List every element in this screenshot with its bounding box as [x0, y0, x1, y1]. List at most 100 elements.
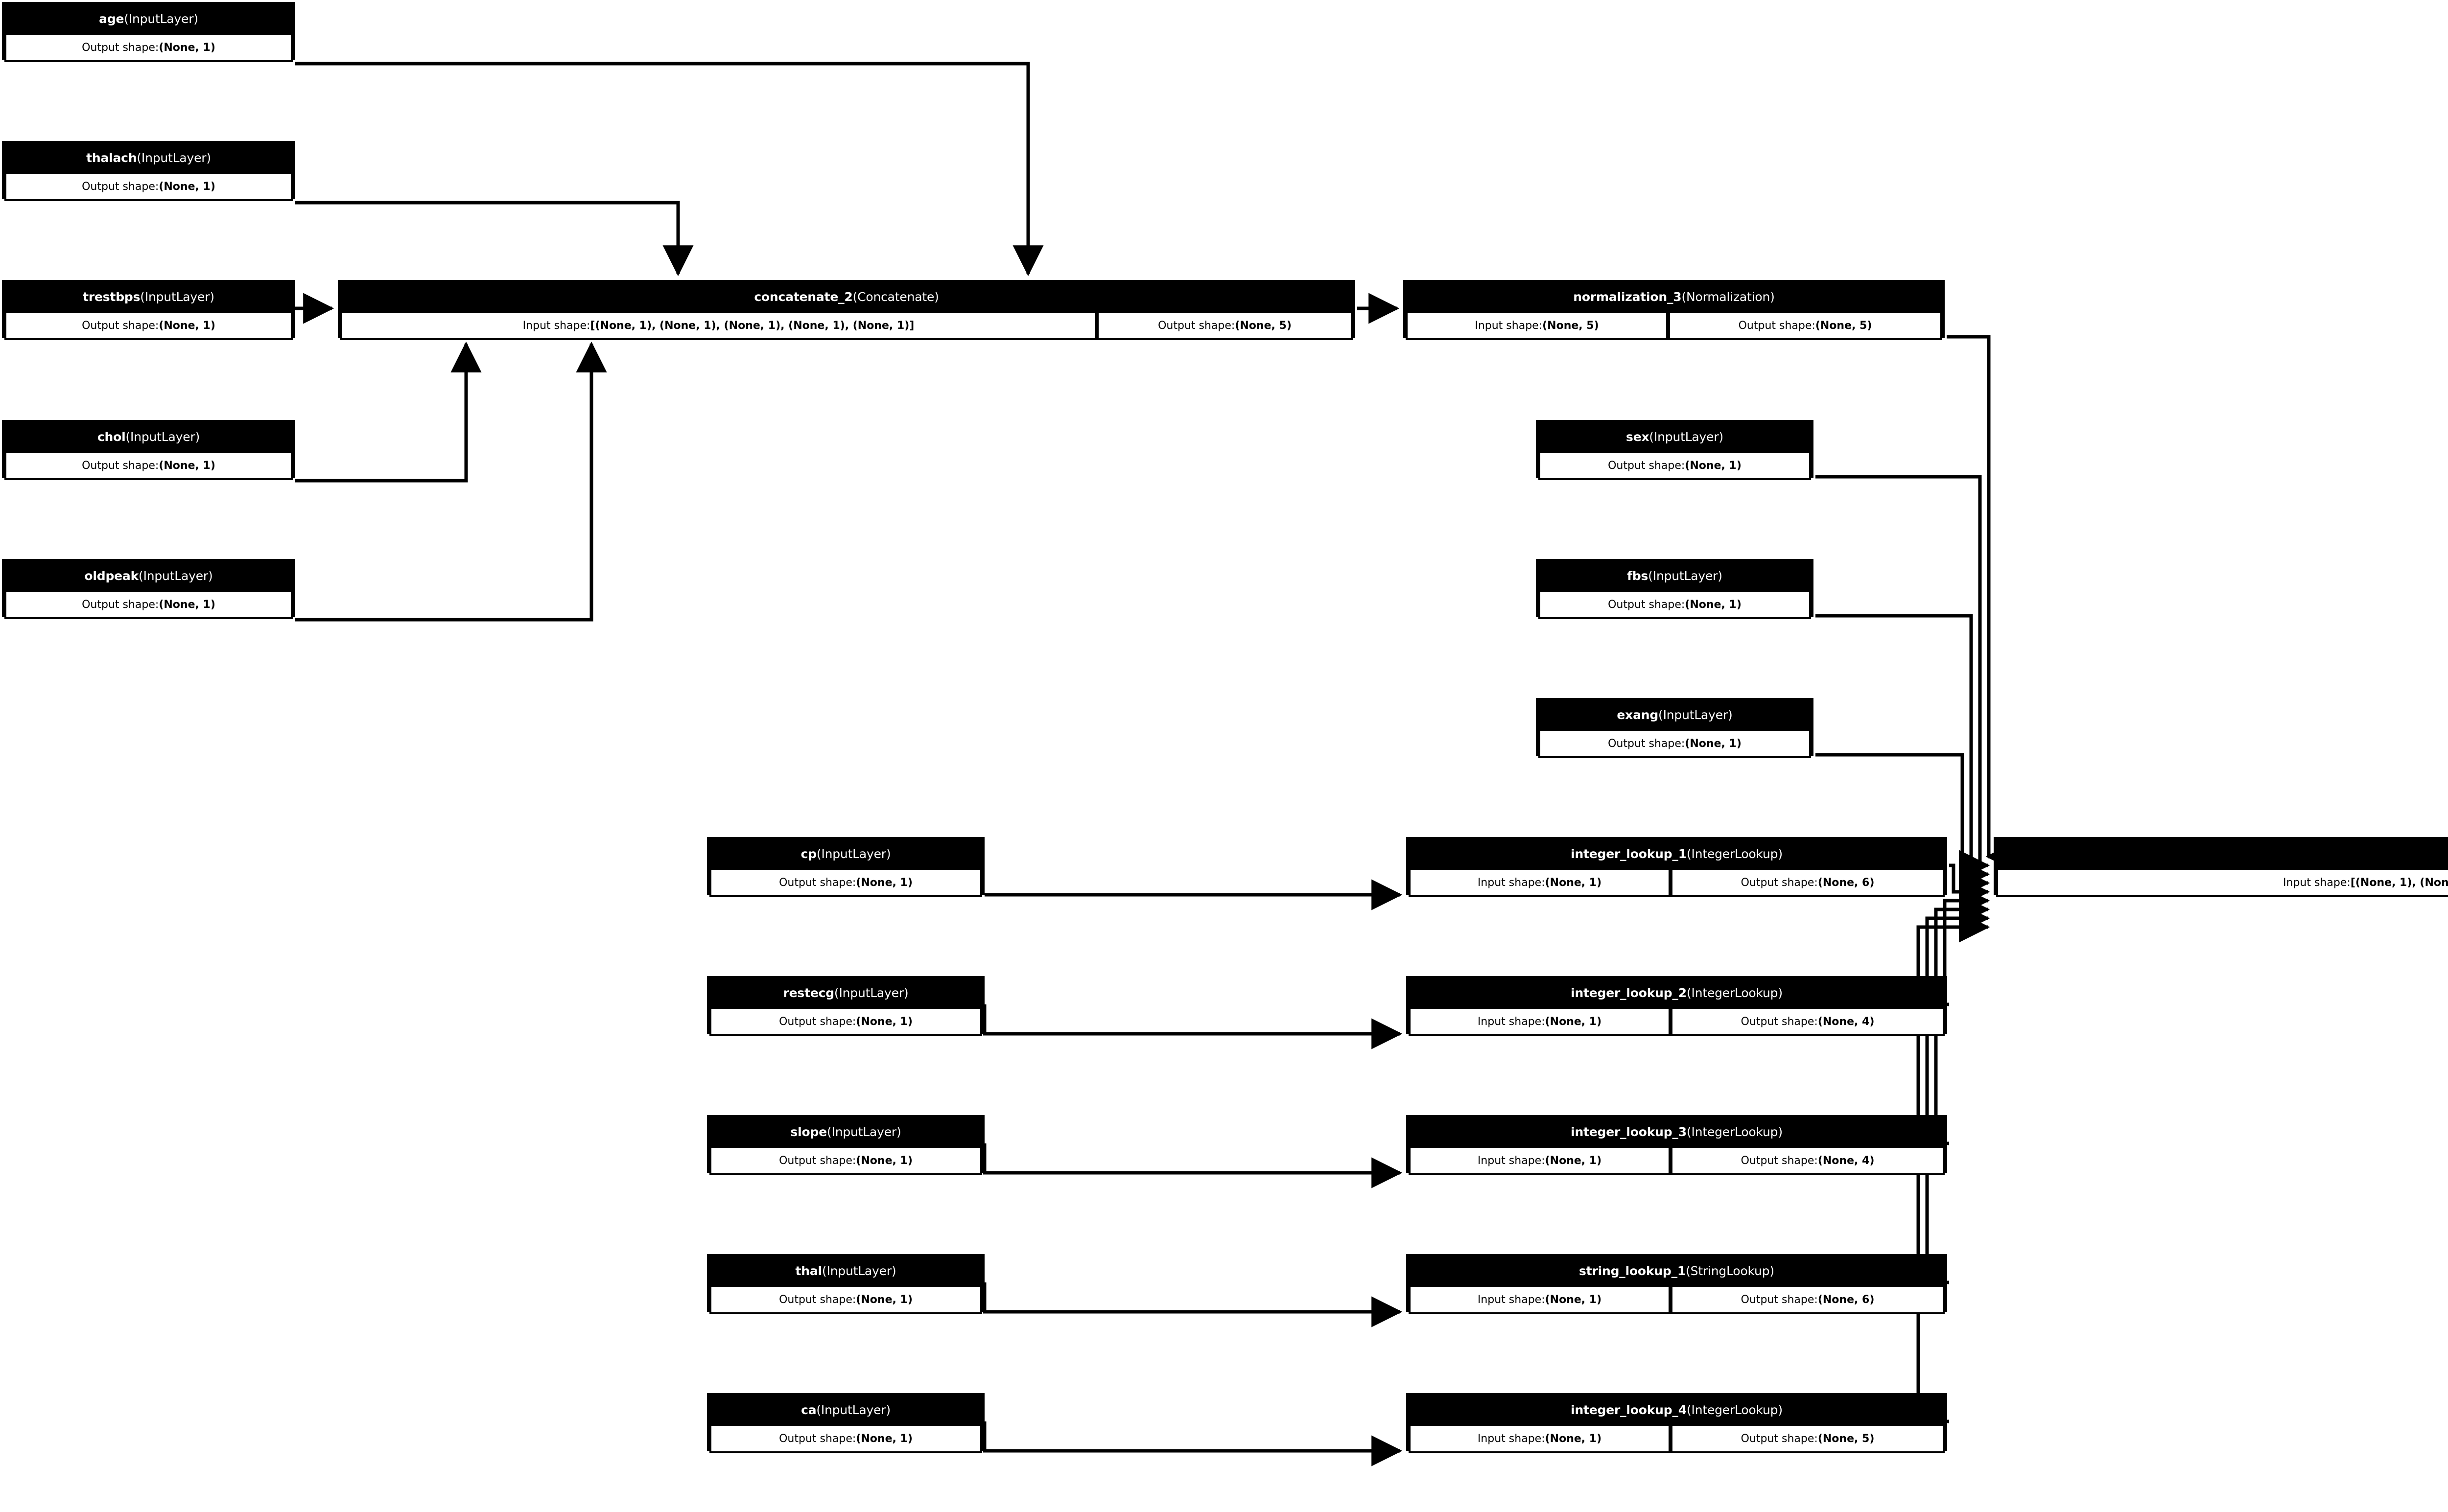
- output-shape-value-integer_lookup_2: (None, 4): [1817, 1015, 1875, 1028]
- output-shape-value-exang: (None, 1): [1685, 737, 1742, 750]
- output-shape-label: Output shape:: [82, 180, 159, 193]
- layer-shapes-trestbps: Output shape:(None, 1): [4, 311, 293, 340]
- input-shape-value-integer_lookup_3: (None, 1): [1545, 1154, 1602, 1167]
- layer-type-chol: (InputLayer): [125, 429, 200, 444]
- edge-age-concatenate_2: [295, 62, 1044, 277]
- output-shape-cell-oldpeak: Output shape:(None, 1): [4, 590, 293, 619]
- layer-node-exang[interactable]: exang(InputLayer)Output shape:(None, 1): [1536, 698, 1813, 758]
- output-shape-label: Output shape:: [779, 1293, 856, 1306]
- layer-node-fbs[interactable]: fbs(InputLayer)Output shape:(None, 1): [1536, 559, 1813, 619]
- layer-node-concatenate_2[interactable]: concatenate_2(Concatenate)Input shape:[(…: [338, 280, 1355, 340]
- layer-shapes-oldpeak: Output shape:(None, 1): [4, 590, 293, 619]
- output-shape-value-oldpeak: (None, 1): [159, 598, 215, 611]
- output-shape-value-normalization_3: (None, 5): [1815, 319, 1872, 332]
- layer-title-ca: ca(InputLayer): [709, 1396, 982, 1424]
- layer-node-chol[interactable]: chol(InputLayer)Output shape:(None, 1): [2, 420, 295, 480]
- input-shape-label: Input shape:: [1475, 319, 1543, 332]
- layer-title-concatenate_3: concatenate_3(Concatenate): [1996, 839, 2448, 868]
- layer-node-integer_lookup_1[interactable]: integer_lookup_1(IntegerLookup)Input sha…: [1406, 837, 1947, 897]
- layer-node-normalization_3[interactable]: normalization_3(Normalization)Input shap…: [1403, 280, 1945, 340]
- layer-node-cp[interactable]: cp(InputLayer)Output shape:(None, 1): [707, 837, 985, 897]
- output-shape-cell-ca: Output shape:(None, 1): [709, 1424, 982, 1453]
- output-shape-value-thalach: (None, 1): [159, 180, 215, 193]
- layer-node-restecg[interactable]: restecg(InputLayer)Output shape:(None, 1…: [707, 976, 985, 1036]
- layer-shapes-fbs: Output shape:(None, 1): [1538, 590, 1811, 619]
- layer-shapes-concatenate_2: Input shape:[(None, 1), (None, 1), (None…: [340, 311, 1353, 340]
- input-shape-label: Input shape:: [2283, 876, 2351, 889]
- layer-node-integer_lookup_3[interactable]: integer_lookup_3(IntegerLookup) Input sha…: [1406, 1115, 1947, 1175]
- layer-title-integer_lookup_1: integer_lookup_1(IntegerLookup): [1409, 839, 1945, 868]
- input-shape-value-string_lookup_1: (None, 1): [1545, 1293, 1602, 1306]
- layer-name-integer_lookup_3: integer_lookup_3: [1571, 1124, 1687, 1139]
- layer-type-integer_lookup_4: (IntegerLookup): [1686, 1402, 1783, 1417]
- output-shape-value-string_lookup_1: (None, 6): [1817, 1293, 1875, 1306]
- layer-title-integer_lookup_3: integer_lookup_3(IntegerLookup): [1409, 1117, 1945, 1146]
- output-shape-label: Output shape:: [82, 459, 159, 472]
- output-shape-value-slope: (None, 1): [856, 1154, 913, 1167]
- output-shape-cell-thal: Output shape:(None, 1): [709, 1285, 982, 1314]
- layer-node-trestbps[interactable]: trestbps(InputLayer) Output shape:(None, …: [2, 280, 295, 340]
- layer-node-oldpeak[interactable]: oldpeak(InputLayer)Output shape:(None, 1…: [2, 559, 295, 619]
- output-shape-cell-normalization_3: Output shape:(None, 5): [1668, 311, 1942, 340]
- output-shape-label: Output shape:: [1608, 598, 1685, 611]
- input-shape-cell-string_lookup_1: Input shape:(None, 1): [1409, 1285, 1671, 1314]
- layer-node-sex[interactable]: sex(InputLayer)Output shape:(None, 1): [1536, 420, 1813, 480]
- input-shape-cell-integer_lookup_4: Input shape:(None, 1): [1409, 1424, 1671, 1453]
- layer-shapes-cp: Output shape:(None, 1): [709, 868, 982, 897]
- layer-node-age[interactable]: age(InputLayer)Output shape:(None, 1): [2, 2, 295, 62]
- layer-type-restecg: (InputLayer): [834, 985, 909, 1000]
- output-shape-label: Output shape:: [779, 1154, 856, 1167]
- layer-name-trestbps: trestbps: [83, 289, 141, 304]
- layer-title-restecg: restecg(InputLayer): [709, 978, 982, 1007]
- layer-node-ca[interactable]: ca(InputLayer)Output shape:(None, 1): [707, 1393, 985, 1453]
- input-shape-value-concatenate_2: [(None, 1), (None, 1), (None, 1), (None,…: [590, 319, 915, 332]
- output-shape-label: Output shape:: [1741, 1432, 1818, 1445]
- input-shape-label: Input shape:: [1477, 1154, 1545, 1167]
- layer-shapes-integer_lookup_4: Input shape:(None, 1)Output shape:(None,…: [1409, 1424, 1945, 1453]
- layer-name-normalization_3: normalization_3: [1573, 289, 1682, 304]
- output-shape-label: Output shape:: [779, 1015, 856, 1028]
- input-shape-label: Input shape:: [522, 319, 590, 332]
- output-shape-cell-thalach: Output shape:(None, 1): [4, 172, 293, 201]
- layer-type-integer_lookup_3: (IntegerLookup): [1686, 1124, 1783, 1139]
- layer-title-chol: chol(InputLayer): [4, 422, 293, 451]
- output-shape-label: Output shape:: [1741, 1293, 1818, 1306]
- layer-name-integer_lookup_4: integer_lookup_4: [1571, 1402, 1687, 1417]
- layer-name-integer_lookup_1: integer_lookup_1: [1571, 846, 1687, 861]
- layer-node-concatenate_3[interactable]: concatenate_3(Concatenate)Input shape:[(…: [1994, 837, 2448, 897]
- output-shape-value-concatenate_2: (None, 5): [1235, 319, 1292, 332]
- edge-integer_lookup_2-concatenate_3: [1943, 885, 1990, 1006]
- layer-node-string_lookup_1[interactable]: string_lookup_1(StringLookup)Input shape…: [1406, 1254, 1947, 1314]
- layer-node-thalach[interactable]: thalach(InputLayer)Output shape:(None, 1…: [2, 141, 295, 201]
- layer-title-string_lookup_1: string_lookup_1(StringLookup): [1409, 1256, 1945, 1285]
- layer-node-integer_lookup_2[interactable]: integer_lookup_2(IntegerLookup)Input sha…: [1406, 976, 1947, 1036]
- layer-title-exang: exang(InputLayer): [1538, 700, 1811, 729]
- output-shape-cell-restecg: Output shape:(None, 1): [709, 1007, 982, 1036]
- layer-title-normalization_3: normalization_3(Normalization): [1406, 282, 1942, 311]
- layer-type-ca: (InputLayer): [816, 1402, 891, 1417]
- output-shape-label: Output shape:: [779, 876, 856, 889]
- layer-type-trestbps: (InputLayer): [140, 289, 214, 304]
- output-shape-label: Output shape:: [1741, 1154, 1818, 1167]
- output-shape-value-integer_lookup_1: (None, 6): [1817, 876, 1875, 889]
- edge-normalization_3-concatenate_3: [1947, 335, 2017, 872]
- layer-shapes-thal: Output shape:(None, 1): [709, 1285, 982, 1314]
- edge-thal-string_lookup_1: [983, 1282, 1403, 1327]
- output-shape-cell-integer_lookup_1: Output shape:(None, 6): [1671, 868, 1945, 897]
- layer-type-concatenate_2: (Concatenate): [852, 289, 939, 304]
- layer-node-thal[interactable]: thal(InputLayer)Output shape:(None, 1): [707, 1254, 985, 1314]
- layer-shapes-age: Output shape:(None, 1): [4, 33, 293, 62]
- output-shape-cell-integer_lookup_3: Output shape:(None, 4): [1671, 1146, 1945, 1175]
- layer-title-slope: slope(InputLayer): [709, 1117, 982, 1146]
- input-shape-cell-normalization_3: Input shape:(None, 5): [1406, 311, 1668, 340]
- layer-node-integer_lookup_4[interactable]: integer_lookup_4(IntegerLookup) Input sha…: [1406, 1393, 1947, 1453]
- layer-name-integer_lookup_2: integer_lookup_2: [1571, 985, 1687, 1000]
- output-shape-cell-cp: Output shape:(None, 1): [709, 868, 982, 897]
- layer-node-slope[interactable]: slope(InputLayer) Output shape:(None, 1): [707, 1115, 985, 1175]
- layer-type-integer_lookup_1: (IntegerLookup): [1686, 846, 1783, 861]
- output-shape-value-fbs: (None, 1): [1685, 598, 1742, 611]
- output-shape-label: Output shape:: [82, 598, 159, 611]
- edge-oldpeak-concatenate_2: [295, 341, 607, 622]
- input-shape-cell-concatenate_2: Input shape:[(None, 1), (None, 1), (None…: [340, 311, 1097, 340]
